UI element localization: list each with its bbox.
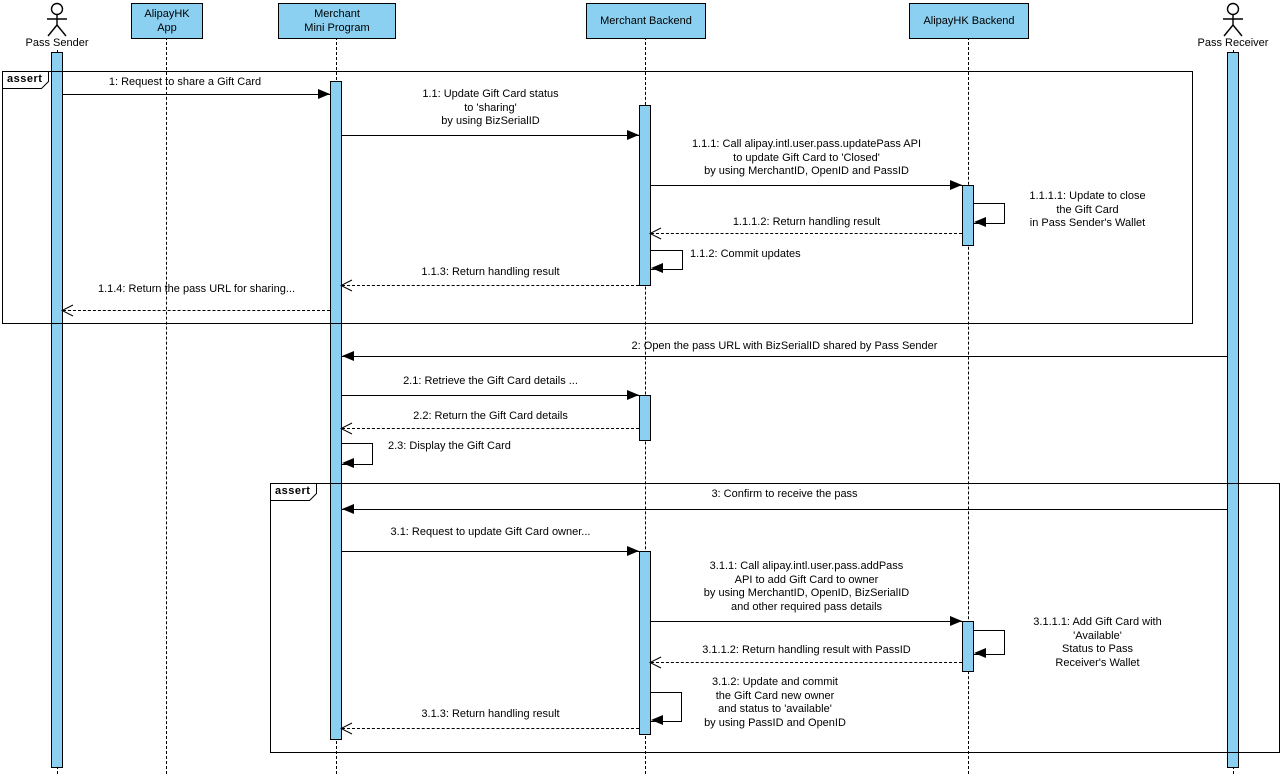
frame-operator-label: assert: [7, 73, 43, 85]
participant-merchant-backend: Merchant Backend: [586, 3, 706, 39]
pentagon-icon: [2, 71, 49, 89]
open-arrowhead-icon: [340, 722, 353, 735]
open-arrowhead-icon: [61, 304, 74, 317]
message-2-2-label: 2.2: Return the Gift Card details: [413, 410, 568, 422]
frame-operator-pentagon: assert: [2, 71, 49, 89]
participant-pass-sender: Pass Sender: [25, 37, 89, 49]
message-3-1-1-label: 3.1.1: Call alipay.intl.user.pass.addPas…: [703, 560, 910, 613]
open-arrowhead-icon: [340, 279, 353, 292]
message-3-1-1-2-label: 3.1.1.2: Return handling result with Pas…: [702, 644, 911, 656]
actor-icon: [44, 2, 70, 43]
self-message-loop: [974, 630, 1005, 655]
self-message-loop: [974, 203, 1005, 224]
message-line: [342, 395, 639, 396]
participant-alipayhk-app: AlipayHK App: [131, 3, 203, 39]
message-line: [342, 135, 639, 136]
frame-operator-label: assert: [275, 485, 311, 497]
activation-merchant-backend-1: [639, 105, 651, 286]
message-3-label: 3: Confirm to receive the pass: [711, 488, 858, 500]
message-line: [342, 551, 639, 552]
filled-arrowhead-icon: [974, 648, 986, 658]
message-line: [63, 310, 330, 311]
message-line: [63, 94, 330, 95]
message-line: [342, 285, 639, 286]
filled-arrowhead-icon: [627, 390, 639, 400]
message-3-1-2-label: 3.1.2: Update and commit the Gift Card n…: [704, 676, 846, 729]
message-line: [651, 233, 962, 234]
participant-pass-receiver: Pass Receiver: [1197, 37, 1269, 49]
message-line: [342, 356, 1227, 357]
message-3-1-1-1-label: 3.1.1.1: Add Gift Card with 'Available' …: [1033, 616, 1162, 669]
filled-arrowhead-icon: [974, 217, 986, 227]
self-message-loop: [651, 692, 682, 722]
assert-frame-2: assert: [270, 483, 1280, 753]
activation-pass-sender: [51, 52, 63, 768]
message-line: [651, 662, 962, 663]
message-1-1-4-label: 1.1.4: Return the pass URL for sharing..…: [97, 283, 296, 295]
lifeline-alipayhk-app: [165, 37, 167, 774]
message-3-1-3-label: 3.1.3: Return handling result: [421, 708, 560, 720]
participant-alipayhk-backend: AlipayHK Backend: [909, 3, 1029, 39]
message-2-3-label: 2.3: Display the Gift Card: [388, 440, 511, 452]
lifeline-alipayhk-backend: [967, 37, 969, 774]
filled-arrowhead-icon: [950, 616, 962, 626]
message-3-1-label: 3.1: Request to update Gift Card owner..…: [390, 526, 591, 538]
filled-arrowhead-icon: [318, 89, 330, 99]
frame-operator-pentagon: assert: [270, 483, 317, 501]
filled-arrowhead-icon: [342, 458, 354, 468]
message-line: [651, 185, 962, 186]
open-arrowhead-icon: [649, 227, 662, 240]
filled-arrowhead-icon: [651, 263, 663, 273]
activation-alipayhk-backend-1: [962, 185, 974, 246]
message-2-label: 2: Open the pass URL with BizSerialID sh…: [631, 340, 938, 352]
filled-arrowhead-icon: [627, 546, 639, 556]
activation-pass-receiver: [1227, 52, 1239, 768]
message-1-1-2-label: 1.1.2: Commit updates: [690, 248, 801, 260]
activation-merchant-backend-2: [639, 395, 651, 441]
message-1-1-1-label: 1.1.1: Call alipay.intl.user.pass.update…: [691, 138, 922, 177]
message-1-1-1-2-label: 1.1.1.2: Return handling result: [732, 216, 881, 228]
pentagon-icon: [270, 483, 317, 501]
message-1-1-1-1-label: 1.1.1.1: Update to close the Gift Card i…: [1029, 190, 1146, 229]
participant-merchant-mini-program: Merchant Mini Program: [278, 3, 396, 39]
message-line: [342, 509, 1227, 510]
filled-arrowhead-icon: [651, 715, 663, 725]
actor-icon: [1220, 2, 1246, 43]
message-1-label: 1: Request to share a Gift Card: [108, 76, 262, 88]
message-line: [651, 621, 962, 622]
self-message-loop: [651, 250, 683, 270]
message-1-1-3-label: 1.1.3: Return handling result: [421, 266, 560, 278]
activation-merchant-mini-program: [330, 81, 342, 740]
filled-arrowhead-icon: [342, 504, 354, 514]
open-arrowhead-icon: [340, 422, 353, 435]
open-arrowhead-icon: [649, 656, 662, 669]
message-line: [342, 428, 639, 429]
message-2-1-label: 2.1: Retrieve the Gift Card details ...: [403, 375, 578, 387]
filled-arrowhead-icon: [342, 351, 354, 361]
filled-arrowhead-icon: [950, 180, 962, 190]
activation-alipayhk-backend-2: [962, 621, 974, 672]
message-1-1-label: 1.1: Update Gift Card status to 'sharing…: [422, 88, 559, 127]
self-message-loop: [342, 443, 373, 465]
message-line: [342, 728, 639, 729]
filled-arrowhead-icon: [627, 130, 639, 140]
activation-merchant-backend-3: [639, 551, 651, 735]
assert-frame-1: assert: [2, 71, 1193, 324]
